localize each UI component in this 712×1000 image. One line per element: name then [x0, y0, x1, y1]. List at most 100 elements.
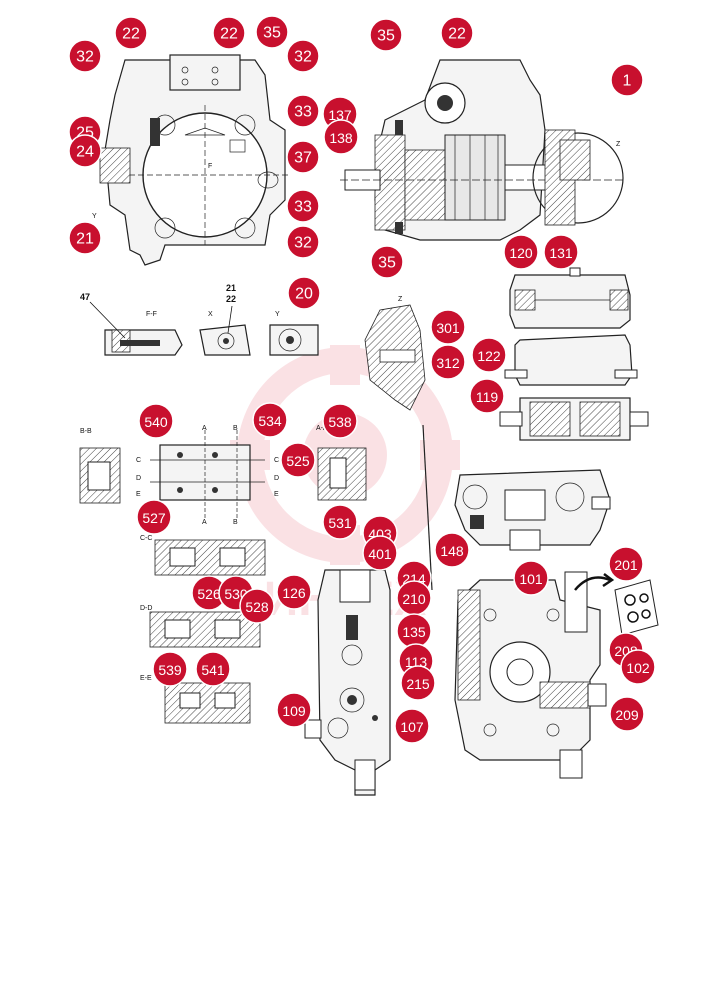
callout-number: 126: [282, 585, 306, 601]
callout-disc: [68, 134, 102, 168]
callout-number: 531: [328, 515, 352, 531]
section-mark-a-bottom: A: [202, 519, 207, 526]
callout-disc: [434, 532, 470, 568]
callout-201: 201: [608, 546, 644, 582]
callout-number: 148: [440, 543, 464, 559]
section-label-ff: F-F: [146, 311, 157, 318]
callout-number: 32: [76, 49, 94, 66]
callout-109: 109: [276, 692, 312, 728]
callout-528: 528: [239, 588, 275, 624]
section-mark-e-right: E: [274, 491, 279, 498]
control-valve-148: [454, 469, 611, 551]
callout-135: 135: [396, 613, 432, 649]
callout-disc: [138, 403, 174, 439]
section-label-aa: A-A: [316, 425, 328, 432]
callout-215: 215: [400, 665, 436, 701]
callout-number: 122: [477, 348, 501, 364]
control-cylinder-parts: [499, 267, 649, 441]
part-number-47: 47: [80, 292, 90, 302]
callout-disc: [323, 119, 359, 155]
callout-disc: [362, 535, 398, 571]
callout-disc: [430, 309, 466, 345]
section-label-x: X: [208, 311, 213, 318]
callout-disc: [252, 402, 288, 438]
callout-number: 209: [615, 707, 639, 723]
callout-number: 138: [329, 130, 353, 146]
callout-35: 35: [255, 15, 289, 49]
callout-disc: [286, 94, 320, 128]
callout-401: 401: [362, 535, 398, 571]
callout-disc: [609, 696, 645, 732]
callout-disc: [469, 378, 505, 414]
callout-number: 20: [295, 286, 313, 303]
callout-541: 541: [195, 651, 231, 687]
callout-number: 101: [519, 571, 543, 587]
callout-number: 102: [626, 660, 650, 676]
callout-disc: [152, 651, 188, 687]
callout-disc: [276, 574, 312, 610]
callout-disc: [212, 16, 246, 50]
callout-number: 135: [402, 624, 426, 640]
callout-disc: [195, 651, 231, 687]
callout-disc: [471, 337, 507, 373]
callout-22: 22: [212, 16, 246, 50]
section-label-bb: B-B: [80, 428, 92, 435]
callout-disc: [286, 140, 320, 174]
callout-number: 35: [377, 28, 395, 45]
callout-number: 131: [549, 245, 573, 261]
callout-number: 119: [476, 389, 499, 405]
section-label-z-detail: Z: [398, 296, 403, 303]
callout-disc: [543, 234, 579, 270]
callout-301: 301: [430, 309, 466, 345]
callout-37: 37: [286, 140, 320, 174]
callout-540: 540: [138, 403, 174, 439]
callout-number: 301: [436, 320, 460, 336]
callout-209: 209: [609, 696, 645, 732]
valve-sections: B-B A-A A B A B C D E C D E C-C D-D E-E: [79, 425, 367, 724]
callout-35: 35: [370, 245, 404, 279]
part-number-22: 22: [226, 294, 236, 304]
callout-33: 33: [286, 94, 320, 128]
callout-number: 210: [402, 591, 426, 607]
callout-107: 107: [394, 708, 430, 744]
section-label-dd: D-D: [140, 605, 152, 612]
callout-21: 21: [68, 221, 102, 255]
callout-disc: [239, 588, 275, 624]
section-mark-c-left: C: [136, 457, 141, 464]
callout-number: 120: [509, 245, 533, 261]
callout-disc: [276, 692, 312, 728]
section-label-y: Y: [275, 311, 280, 318]
pump-front-view: F Y: [92, 54, 290, 266]
callout-number: 22: [220, 26, 238, 43]
callout-number: 525: [286, 453, 310, 469]
callout-disc: [287, 276, 321, 310]
callout-126: 126: [276, 574, 312, 610]
callout-20: 20: [287, 276, 321, 310]
callout-210: 210: [396, 580, 432, 616]
callout-131: 131: [543, 234, 579, 270]
callout-number: 24: [76, 144, 94, 161]
callout-527: 527: [136, 499, 172, 535]
callout-101: 101: [513, 560, 549, 596]
callout-disc: [114, 16, 148, 50]
callout-number: 201: [614, 557, 638, 573]
callout-148: 148: [434, 532, 470, 568]
callout-disc: [608, 546, 644, 582]
callout-disc: [430, 344, 466, 380]
callout-disc: [68, 39, 102, 73]
pump-section-view: Z: [340, 59, 625, 241]
callout-24: 24: [68, 134, 102, 168]
callout-number: 1: [623, 73, 632, 90]
callout-138: 138: [323, 119, 359, 155]
valve-block-side: [304, 569, 391, 796]
callout-number: 33: [294, 199, 312, 216]
callout-number: 35: [263, 25, 281, 42]
callout-number: 22: [448, 26, 466, 43]
callout-disc: [440, 16, 474, 50]
callout-number: 32: [294, 235, 312, 252]
callout-312: 312: [430, 344, 466, 380]
section-mark-b-top: B: [233, 425, 238, 432]
section-mark-e-left: E: [136, 491, 141, 498]
